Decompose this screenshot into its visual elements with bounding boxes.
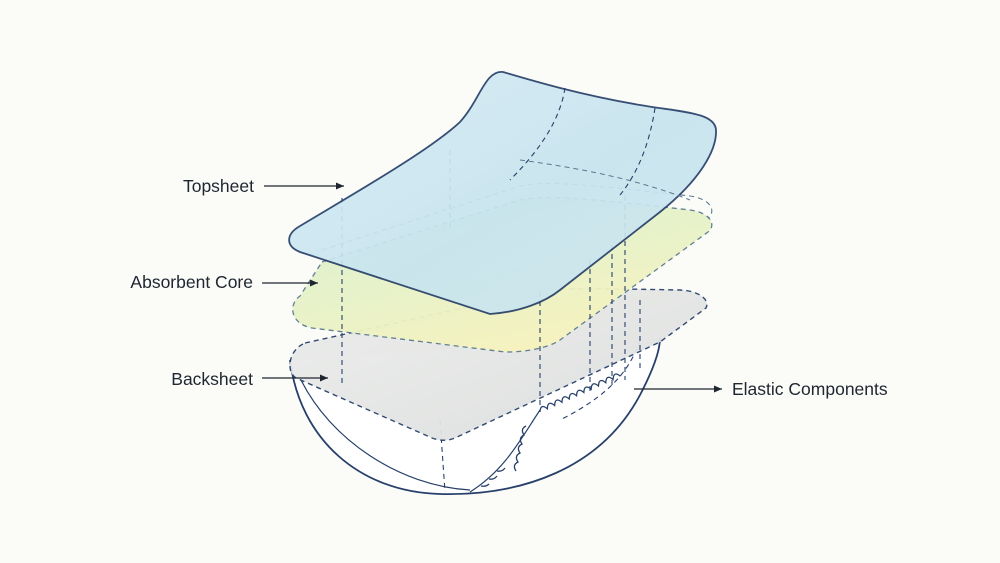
absorbent-core-label: Absorbent Core — [130, 272, 253, 292]
elastic-components-label: Elastic Components — [732, 379, 888, 399]
topsheet-layer — [288, 71, 717, 315]
backsheet-label: Backsheet — [171, 369, 253, 389]
leader-arrows — [262, 182, 722, 393]
elastic-components — [480, 373, 621, 487]
topsheet-label: Topsheet — [182, 176, 254, 196]
